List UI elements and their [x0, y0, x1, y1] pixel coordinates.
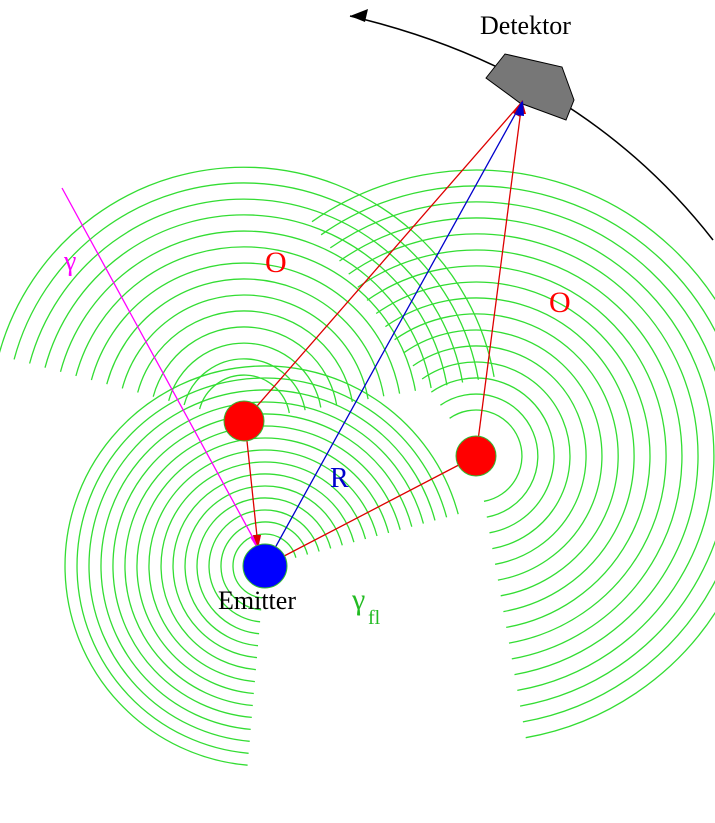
scatterer-right-wave-arc — [394, 313, 619, 597]
scatterer-right-wave-arc — [430, 377, 555, 534]
emitter-wave-arc — [232, 533, 297, 599]
scatterer-left-wave-arc — [90, 262, 401, 394]
detector-shape — [485, 53, 575, 121]
detector-label: Detektor — [480, 11, 571, 40]
detector-arc — [349, 15, 714, 241]
incident-gamma-label: γ — [63, 246, 76, 277]
scatterer-left-wave-arc — [183, 358, 306, 411]
emitter-wave-arc — [160, 461, 367, 671]
scatterer-right-label: O — [549, 286, 571, 319]
scatterer-right-wave-arc — [412, 345, 587, 565]
scatterer-left-wave-arc — [198, 374, 290, 414]
scatterer-left — [223, 400, 265, 442]
scatterer-right-wave-arc — [403, 329, 603, 581]
scatterer-right-wave-arc — [357, 249, 683, 660]
scatterer-right — [455, 435, 497, 477]
scatterer-left-wave-arc — [13, 182, 480, 380]
fluorescence-gamma-subscript: fl — [368, 607, 381, 629]
fluorescence-gamma-label: γ — [351, 583, 365, 616]
scatterer-left-wave-arc — [59, 230, 432, 389]
path-emitter-to-left-scatterer — [244, 421, 259, 547]
scatterer-right-wave-arc — [366, 265, 667, 644]
scatterer-right-wave-arc — [440, 393, 539, 518]
scatterer-right-wave-arc — [348, 233, 699, 676]
emitter-wave-arc — [88, 389, 436, 742]
emitter-wave-arc — [196, 497, 332, 635]
emitter-label: Emitter — [218, 586, 296, 615]
scatterer-left-wave-arc — [152, 326, 338, 405]
emitter-wave-arc — [64, 365, 459, 766]
emitter-wave-arc — [112, 413, 413, 719]
scatterer-right-wave-arc — [311, 169, 715, 739]
path-emitter-to-right-scatterer — [264, 455, 477, 567]
scatterer-left-wave-arc — [106, 278, 385, 397]
scatter-path-left-to-detector — [243, 102, 522, 422]
emitter-wave-arc — [76, 377, 448, 754]
path-left-scatterer-arrowhead — [253, 535, 261, 548]
emitter-wave-arc — [148, 449, 378, 683]
scatter-path-right-to-detector — [475, 101, 523, 457]
emitter-wave-arc — [220, 521, 309, 611]
scatterer-left-wave-arc — [137, 310, 353, 403]
emitter-wave-arc — [208, 509, 320, 623]
scatterer-right-wave-arc — [320, 185, 715, 723]
emitter-wave-arc — [124, 425, 401, 707]
emitter-wave-arc — [100, 401, 425, 731]
scatterer-right-wave-arc — [421, 361, 571, 550]
fluorescence-waves — [0, 166, 715, 766]
scatterer-right-wave-arc — [329, 201, 715, 707]
emitter-wave-arc — [184, 485, 343, 647]
scatterer-left-wave-arc — [168, 342, 322, 408]
emitter-wave-arc — [136, 437, 390, 695]
direct-path-R — [264, 101, 523, 567]
distance-R-label: R — [330, 463, 349, 494]
direct-path-arrowhead — [516, 100, 524, 116]
detector-arc-arrowhead — [350, 9, 368, 22]
incident-gamma-ray — [61, 187, 259, 548]
scatterer-right-wave-arc — [449, 409, 523, 502]
scatterer-left-wave-arc — [44, 214, 448, 386]
emitter-atom — [242, 543, 288, 589]
emitter-wave-arc — [172, 473, 355, 659]
scatterer-left-wave-arc — [0, 166, 495, 378]
scatterer-left-label: O — [265, 246, 287, 279]
scatterer-right-wave-arc — [339, 217, 715, 692]
scatterer-left-wave-arc — [28, 198, 464, 383]
scatterer-right-wave-arc — [375, 281, 651, 629]
scatterer-left-wave-arc — [121, 294, 369, 400]
scatterer-right-wave-arc — [385, 297, 635, 613]
scatterer-left-wave-arc — [75, 246, 417, 391]
